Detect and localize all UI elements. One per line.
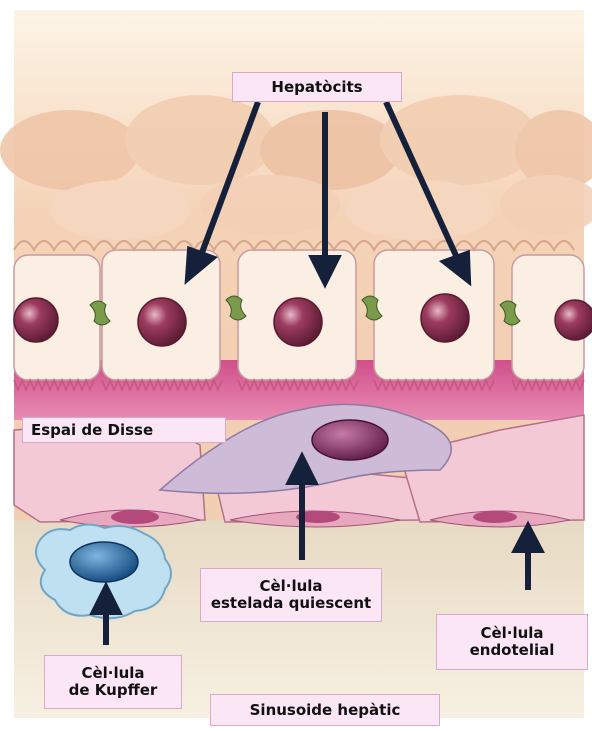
label-endothelial-line1: Cèl·lula — [480, 625, 543, 642]
label-kupffer-line1: Cèl·lula — [81, 665, 144, 682]
label-stellate-line2: estelada quiescent — [211, 595, 371, 612]
label-stellate-line1: Cèl·lula — [259, 578, 322, 595]
label-kupffer-line2: de Kupffer — [69, 682, 158, 699]
label-sinusoid-text: Sinusoide hepàtic — [250, 702, 401, 719]
label-endothelial-line2: endotelial — [470, 642, 555, 659]
label-espai-de-disse: Espai de Disse — [22, 417, 226, 443]
label-stellate-cell: Cèl·lula estelada quiescent — [200, 568, 382, 622]
label-espai-de-disse-text: Espai de Disse — [31, 422, 153, 439]
label-sinusoid: Sinusoide hepàtic — [210, 694, 440, 726]
label-endothelial-cell: Cèl·lula endotelial — [436, 614, 588, 670]
label-kupffer-cell: Cèl·lula de Kupffer — [44, 655, 182, 709]
label-hepatocits-text: Hepatòcits — [271, 79, 362, 96]
label-hepatocits: Hepatòcits — [232, 72, 402, 102]
